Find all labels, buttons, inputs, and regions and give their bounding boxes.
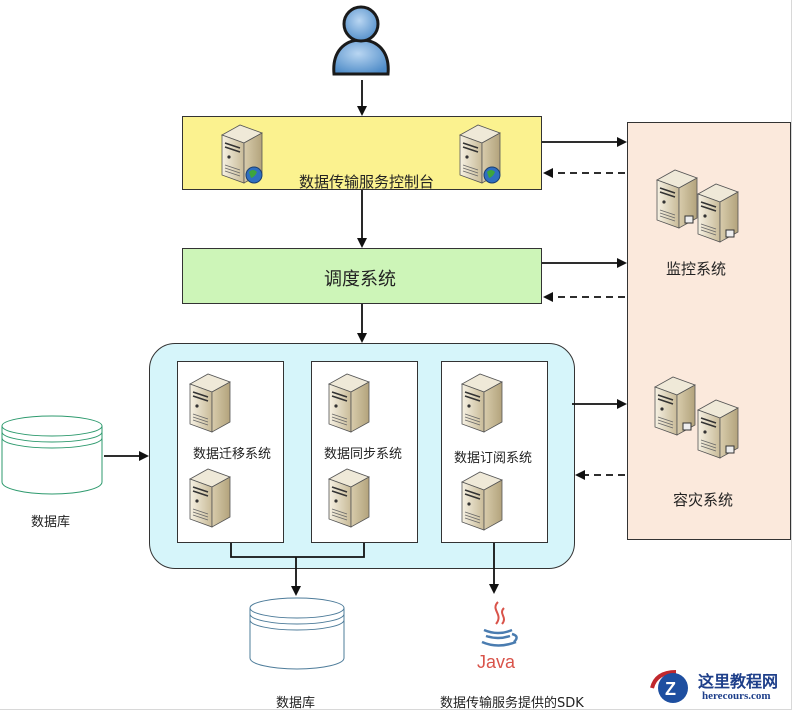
source-database-icon xyxy=(1,415,103,495)
module-sync-label: 数据同步系统 xyxy=(324,447,403,462)
target-database-label: 数据库 xyxy=(276,696,316,711)
scheduler-label: 调度系统 xyxy=(324,269,396,290)
module-subscribe-label: 数据订阅系统 xyxy=(454,451,533,466)
watermark-logo-icon: Z xyxy=(650,670,688,703)
watermark: Z 这里教程网 herecours.com xyxy=(646,664,791,708)
java-logo-icon: Java xyxy=(477,601,518,672)
scheduler-box[interactable]: 调度系统 xyxy=(182,248,542,304)
console-server-icon-left xyxy=(220,123,264,185)
source-database-label: 数据库 xyxy=(31,515,71,530)
module-migration-label: 数据迁移系统 xyxy=(193,447,272,462)
disaster-server-icon-1 xyxy=(653,375,697,437)
monitor-label: 监控系统 xyxy=(666,260,727,278)
monitor-server-icon-2 xyxy=(696,182,740,244)
console-label: 数据传输服务控制台 xyxy=(299,173,435,191)
watermark-url: herecours.com xyxy=(702,690,771,702)
user-icon xyxy=(332,5,390,76)
sdk-label: 数据传输服务提供的SDK xyxy=(440,696,584,711)
console-server-icon-right xyxy=(458,123,502,185)
watermark-title: 这里教程网 xyxy=(698,672,779,691)
disaster-server-icon-2 xyxy=(696,398,740,460)
svg-text:Z: Z xyxy=(665,679,676,699)
java-logo-text: Java xyxy=(477,652,516,672)
monitor-server-icon-1 xyxy=(655,168,699,230)
merge-line xyxy=(230,543,365,558)
target-database-icon xyxy=(249,597,345,670)
disaster-label: 容灾系统 xyxy=(673,491,734,509)
